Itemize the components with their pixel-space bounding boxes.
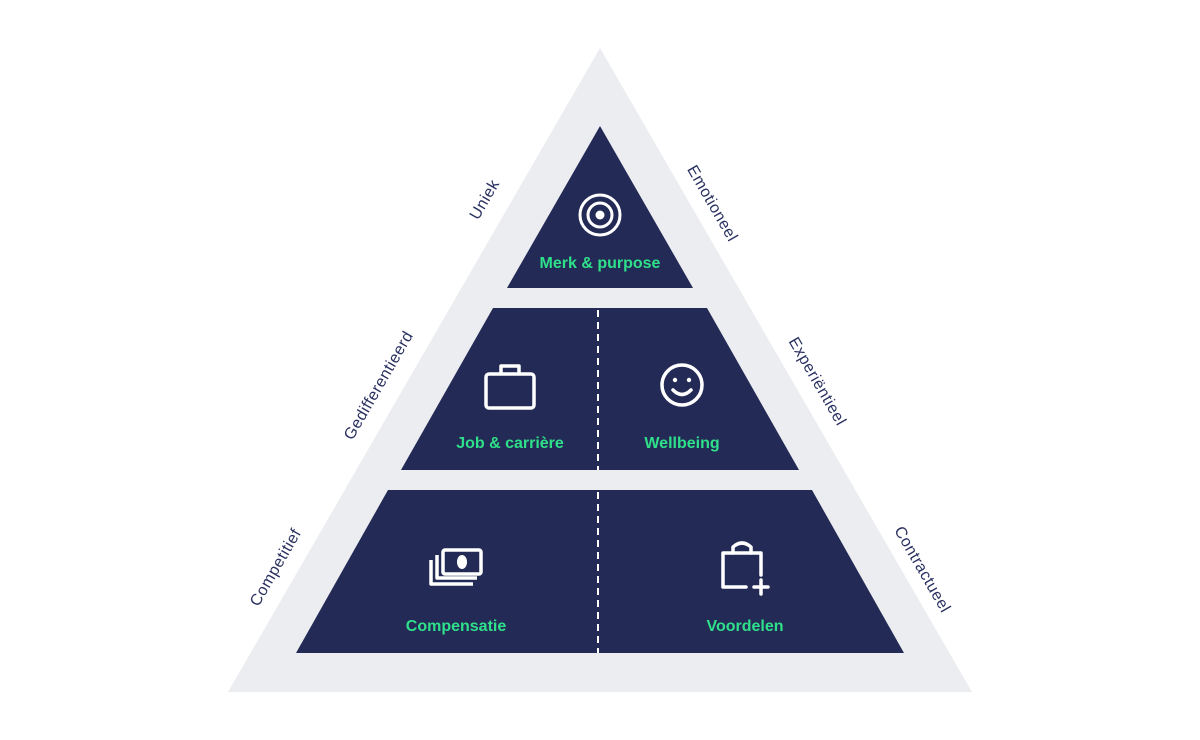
label-job-carriere: Job & carrière [456,435,564,452]
label-wellbeing: Wellbeing [644,435,719,452]
cash-icon [429,548,483,586]
bag-plus-icon [721,541,770,596]
label-merk-purpose: Merk & purpose [540,255,661,272]
tier-middle [401,308,799,470]
briefcase-icon [484,364,536,410]
tier-bottom [296,490,904,653]
label-voordelen: Voordelen [706,618,783,635]
smiley-icon [660,363,704,407]
target-icon [578,193,622,237]
label-compensatie: Compensatie [406,618,507,635]
tier-top [507,126,693,288]
side-label-uniek: Uniek [467,176,504,223]
